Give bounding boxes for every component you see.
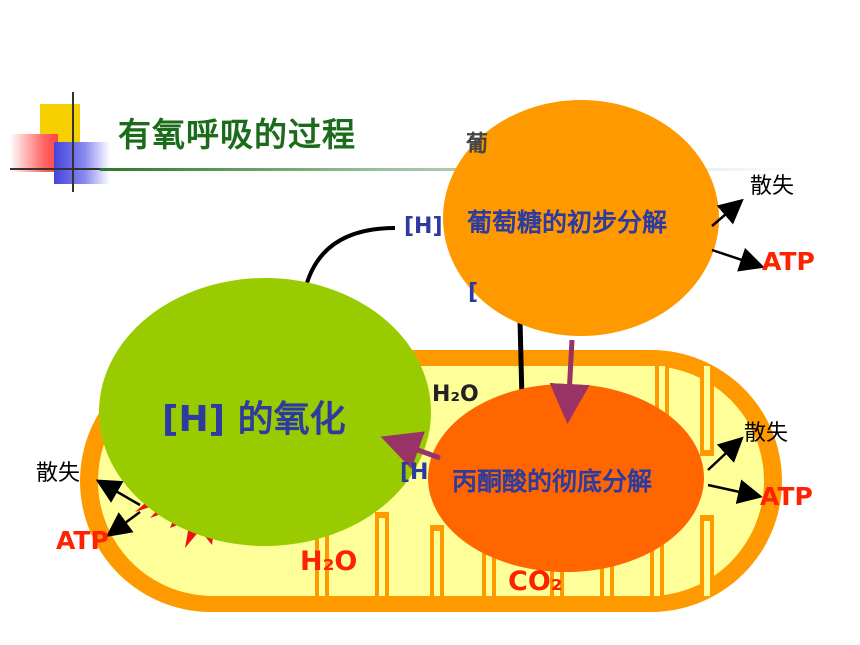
stage-glucose-label: 葡萄糖的初步分解 [467,208,668,237]
arrow-lost-right [707,436,744,471]
h-label-top: [H] [404,214,443,239]
arrow-glucose-to-pyruvate [549,339,590,424]
slide-corner-squares-icon [10,92,120,192]
stage-pyruvate-label: 丙酮酸的彻底分解 [452,467,653,496]
arrow-atp-right [707,479,763,504]
page-title: 有氧呼吸的过程 [118,115,356,154]
arrow-pyruvate-to-oxidation [380,431,441,469]
lost-label-left: 散失 [36,461,81,486]
lost-label-right: 散失 [744,421,789,446]
co2-label: CO₂ [508,566,563,597]
h2o-out-label: H₂O [300,546,358,577]
arrow-atp-top [711,247,765,272]
h2o-in-label: H₂O [432,382,479,407]
h-label-mid: [H [400,460,429,485]
title-underline [100,168,800,171]
h-connector-line [303,226,396,291]
h-label-under-glucose: [ [468,280,479,305]
pyruvate-connector-line [517,319,525,401]
arrow-atp-left [105,510,141,537]
oxidation-circle [99,278,431,546]
atp-label-top: ATP [762,247,815,276]
arrow-lost-left [95,479,141,507]
glucose-circle [443,100,719,336]
stage-oxidation-label: [H] 的氧化 [162,399,346,440]
glucose-partial-label: 葡 [466,132,489,157]
arrow-lost-top [711,198,744,227]
atp-label-right: ATP [760,482,813,511]
atp-label-left: ATP [56,526,109,555]
pyruvate-circle [428,384,704,572]
lost-label-top: 散失 [750,174,795,199]
